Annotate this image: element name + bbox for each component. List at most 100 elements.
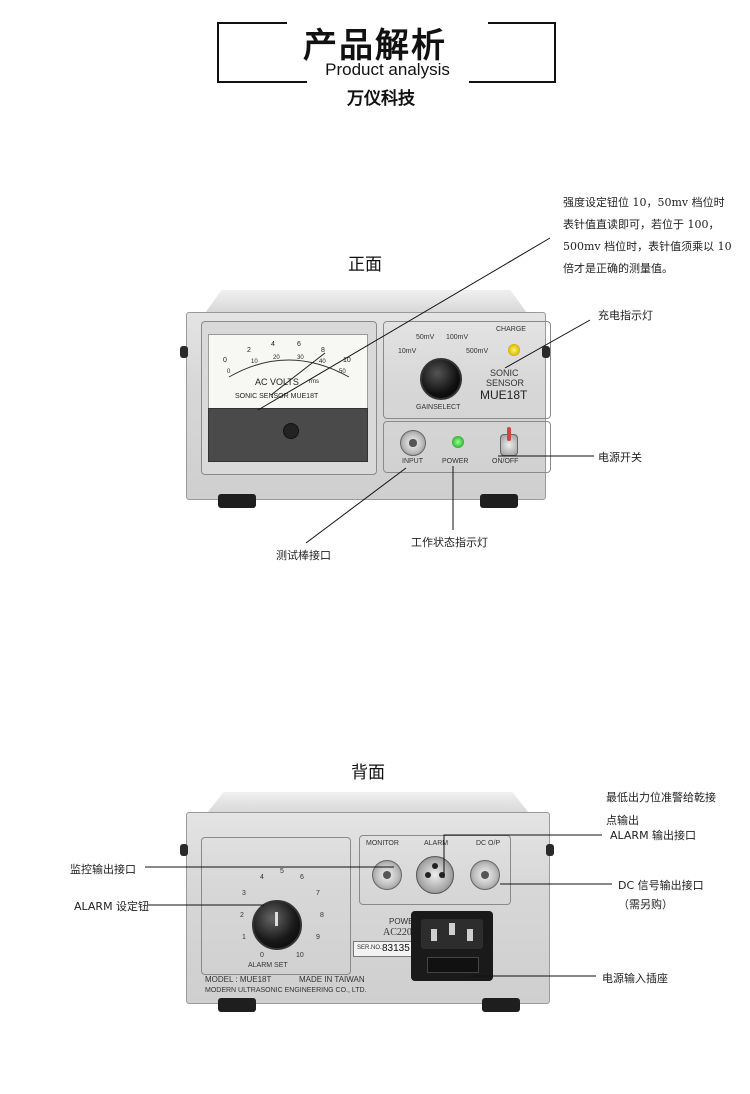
connector-pin <box>439 872 445 878</box>
alarm-set-label: ALARM SET <box>248 962 288 969</box>
meter-tick: 0 <box>227 369 231 375</box>
gain-panel: 10mV 50mV 100mV 500mV GAINSELECT CHARGE … <box>383 321 551 419</box>
power-label: POWER <box>389 917 420 926</box>
voltage-label: AC220V <box>383 927 420 938</box>
serial-number-plate: SER.NO. 83135 <box>353 941 415 957</box>
header-frame-line <box>217 22 287 24</box>
dc-output-callout: DC 信号输出接口 <box>618 879 704 892</box>
alarm-label: ALARM <box>424 840 449 847</box>
meter-tick: 20 <box>273 355 280 361</box>
gain-select-label: GAINSELECT <box>416 404 461 411</box>
alarm-knob-callout: ALARM 设定钮 <box>74 900 150 913</box>
dial-number: 10 <box>296 952 304 959</box>
device-top <box>204 290 528 314</box>
power-toggle-switch[interactable] <box>500 427 518 456</box>
charge-light-callout: 充电指示灯 <box>598 309 653 322</box>
monitor-bnc-connector[interactable] <box>372 860 402 890</box>
model-label: MUE18T <box>480 388 528 402</box>
dc-output-bnc-connector[interactable] <box>470 860 500 890</box>
sonic-label: SONIC <box>490 368 519 378</box>
gain-note-line: 强度设定钮位 10，50mv 档位时 <box>563 196 725 209</box>
meter-tick: 50 <box>339 369 346 375</box>
meter-subtitle: SONIC SENSOR MUE18T <box>235 393 319 400</box>
meter-unit: rms <box>309 379 319 385</box>
onoff-label: ON/OFF <box>492 458 519 465</box>
min-output-callout-line2: 点输出 <box>606 814 639 827</box>
side-screw <box>542 346 550 358</box>
status-light-callout: 工作状态指示灯 <box>411 536 488 549</box>
sensor-label: SENSOR <box>486 378 525 388</box>
meter-tick: 8 <box>321 347 325 354</box>
dc-output-note: （需另购） <box>618 898 673 911</box>
meter-face: 0 2 4 6 8 10 0 10 20 30 40 50 AC VOLTS r… <box>208 334 368 410</box>
serial-number: 83135 <box>382 943 410 954</box>
dial-number: 5 <box>280 868 284 875</box>
gain-note-line: 表针值直读即可，若位于 100， <box>563 218 720 231</box>
header-frame-line <box>554 22 556 83</box>
meter-bottom-panel <box>208 408 368 462</box>
dial-number: 0 <box>260 952 264 959</box>
power-label: POWER <box>442 458 469 465</box>
made-in-label: MADE IN TAIWAN <box>299 975 365 984</box>
socket-pin <box>431 929 437 941</box>
front-section-title: 正面 <box>348 255 382 275</box>
device-foot <box>482 998 520 1012</box>
device-foot <box>218 998 256 1012</box>
alarm-output-connector[interactable] <box>416 856 454 894</box>
gain-label-50mv: 50mV <box>416 334 435 341</box>
side-screw <box>180 844 188 856</box>
brand-name: 万仪科技 <box>347 89 415 109</box>
alarm-set-knob[interactable] <box>252 900 302 950</box>
meter-tick: 4 <box>271 341 275 348</box>
dial-number: 9 <box>316 934 320 941</box>
alarm-output-callout: ALARM 输出接口 <box>610 829 697 842</box>
header-frame-line <box>469 81 556 83</box>
zero-adjust-screw[interactable] <box>283 423 299 439</box>
gain-label-500mv: 500mV <box>466 348 489 355</box>
dial-number: 6 <box>300 874 304 881</box>
dial-number: 3 <box>242 890 246 897</box>
connector-pin <box>425 872 431 878</box>
page-subtitle: Product analysis <box>325 60 450 79</box>
socket-inlet <box>421 919 483 949</box>
fuse-holder[interactable] <box>427 957 479 973</box>
input-bnc-connector[interactable] <box>400 430 426 456</box>
dial-number: 2 <box>240 912 244 919</box>
dial-number: 7 <box>316 890 320 897</box>
gain-select-knob[interactable] <box>420 358 462 400</box>
power-indicator-led <box>452 436 464 448</box>
device-foot <box>218 494 256 508</box>
charge-label: CHARGE <box>496 326 526 333</box>
min-output-callout-line1: 最低出力位准警给乾接 <box>606 791 716 804</box>
probe-port-callout: 测试棒接口 <box>276 549 331 562</box>
io-panel: INPUT POWER ON/OFF <box>383 421 551 473</box>
meter-title: AC VOLTS <box>255 377 299 387</box>
header-frame-line <box>217 22 219 83</box>
connector-pin <box>432 863 438 869</box>
meter-tick: 0 <box>223 357 227 364</box>
dial-number: 1 <box>242 934 246 941</box>
gain-label-10mv: 10mV <box>398 348 417 355</box>
power-input-socket[interactable] <box>411 911 493 981</box>
meter-tick: 2 <box>247 347 251 354</box>
serial-label: SER.NO. <box>357 945 382 951</box>
gain-note-line: 倍才是正确的测量值。 <box>563 262 673 275</box>
device-top <box>206 792 530 814</box>
meter-tick: 10 <box>251 359 258 365</box>
meter-tick: 6 <box>297 341 301 348</box>
dc-op-label: DC O/P <box>476 840 501 847</box>
monitor-label: MONITOR <box>366 840 399 847</box>
front-device-photo: 0 2 4 6 8 10 0 10 20 30 40 50 AC VOLTS r… <box>180 290 552 510</box>
dial-number: 8 <box>320 912 324 919</box>
meter-panel: 0 2 4 6 8 10 0 10 20 30 40 50 AC VOLTS r… <box>201 321 377 475</box>
power-socket-callout: 电源输入插座 <box>602 972 668 985</box>
charge-indicator-led <box>508 344 520 356</box>
alarm-set-panel: 0 1 2 3 4 5 6 7 8 9 10 ALARM SET <box>201 837 351 975</box>
monitor-output-callout: 监控输出接口 <box>70 863 136 876</box>
device-case: 0 2 4 6 8 10 0 10 20 30 40 50 AC VOLTS r… <box>186 312 551 500</box>
meter-tick: 10 <box>343 357 351 364</box>
back-device-photo: 0 1 2 3 4 5 6 7 8 9 10 ALARM SET MONITOR… <box>180 792 554 1016</box>
device-foot <box>480 494 518 508</box>
device-case: 0 1 2 3 4 5 6 7 8 9 10 ALARM SET MONITOR… <box>186 812 550 1004</box>
company-name: MODERN ULTRASONIC ENGINEERING CO., LTD. <box>205 987 367 994</box>
